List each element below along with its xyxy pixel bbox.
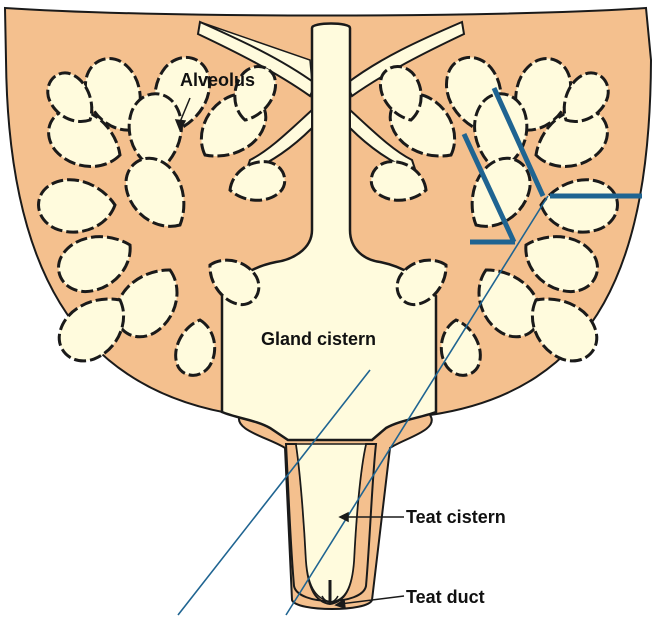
teat-cistern-label: Teat cistern bbox=[406, 507, 506, 527]
gland-cistern-label: Gland cistern bbox=[261, 329, 376, 349]
alveolus-label: Alveolus bbox=[180, 70, 255, 90]
teat-duct-label: Teat duct bbox=[406, 587, 485, 607]
